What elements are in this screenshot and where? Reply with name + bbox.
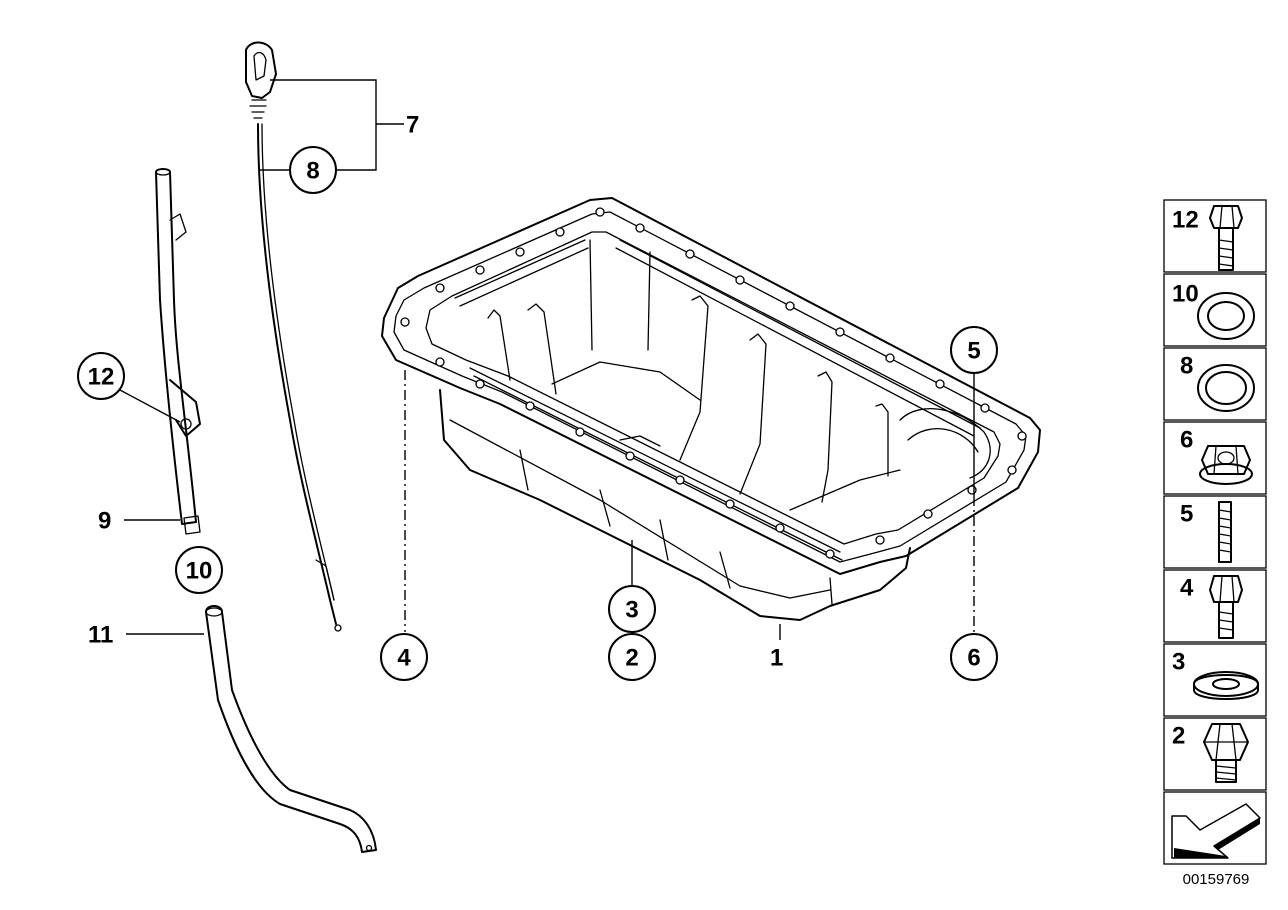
legend-label-6: 6 xyxy=(1180,427,1193,454)
legend-label-12: 12 xyxy=(1172,207,1199,234)
legend-row-10: 10 xyxy=(1163,273,1267,347)
fastener-legend: 12 10 8 xyxy=(1163,199,1267,865)
oil-pan-drawing xyxy=(381,197,1041,621)
drain-plug-icon xyxy=(1203,723,1249,783)
legend-label-8: 8 xyxy=(1180,353,1193,380)
flange-nut-icon xyxy=(1199,445,1253,485)
legend-row-4: 4 xyxy=(1163,569,1267,643)
label-9: 9 xyxy=(98,508,111,535)
legend-row-12: 12 xyxy=(1163,199,1267,273)
leader-lines xyxy=(119,79,975,640)
hex-bolt-long-icon xyxy=(1209,205,1243,271)
legend-row-6: 6 xyxy=(1163,421,1267,495)
callout-5-label: 5 xyxy=(967,338,980,365)
callout-4: 4 xyxy=(380,633,428,681)
dipstick-drawing xyxy=(245,41,342,632)
legend-row-2: 2 xyxy=(1163,717,1267,791)
legend-row-8: 8 xyxy=(1163,347,1267,421)
label-1: 1 xyxy=(770,645,783,672)
direction-arrow-icon xyxy=(1171,803,1261,859)
hex-bolt-icon xyxy=(1209,575,1243,639)
flange-bolt-holes xyxy=(400,207,1027,559)
legend-label-4: 4 xyxy=(1180,575,1194,602)
callout-8: 8 xyxy=(289,146,337,194)
washer-icon xyxy=(1193,671,1259,700)
legend-label-2: 2 xyxy=(1172,723,1185,750)
document-number: 00159769 xyxy=(1183,871,1250,888)
callout-5: 5 xyxy=(950,326,998,374)
guide-tube-drawing xyxy=(155,168,201,535)
label-11: 11 xyxy=(88,622,113,649)
callout-2: 2 xyxy=(608,633,656,681)
callout-10-label: 10 xyxy=(186,558,213,585)
callout-6: 6 xyxy=(950,633,998,681)
callout-10: 10 xyxy=(175,546,223,594)
legend-label-10: 10 xyxy=(1172,281,1199,308)
callout-12-label: 12 xyxy=(88,364,115,391)
lower-tube-drawing xyxy=(205,605,377,853)
label-7: 7 xyxy=(406,112,419,139)
callout-2-label: 2 xyxy=(625,645,638,672)
legend-label-5: 5 xyxy=(1180,501,1193,528)
callout-4-label: 4 xyxy=(397,645,411,672)
callout-8-label: 8 xyxy=(306,158,319,185)
callout-3: 3 xyxy=(608,585,656,633)
callout-3-label: 3 xyxy=(625,597,638,624)
sealing-ring-icon xyxy=(1197,292,1255,340)
legend-row-5: 5 xyxy=(1163,495,1267,569)
o-ring-icon xyxy=(1197,364,1255,412)
legend-row-arrow xyxy=(1163,791,1267,865)
stud-icon xyxy=(1218,501,1232,563)
legend-label-3: 3 xyxy=(1172,649,1185,676)
callout-6-label: 6 xyxy=(967,645,980,672)
callout-12: 12 xyxy=(77,352,125,400)
legend-row-3: 3 xyxy=(1163,643,1267,717)
